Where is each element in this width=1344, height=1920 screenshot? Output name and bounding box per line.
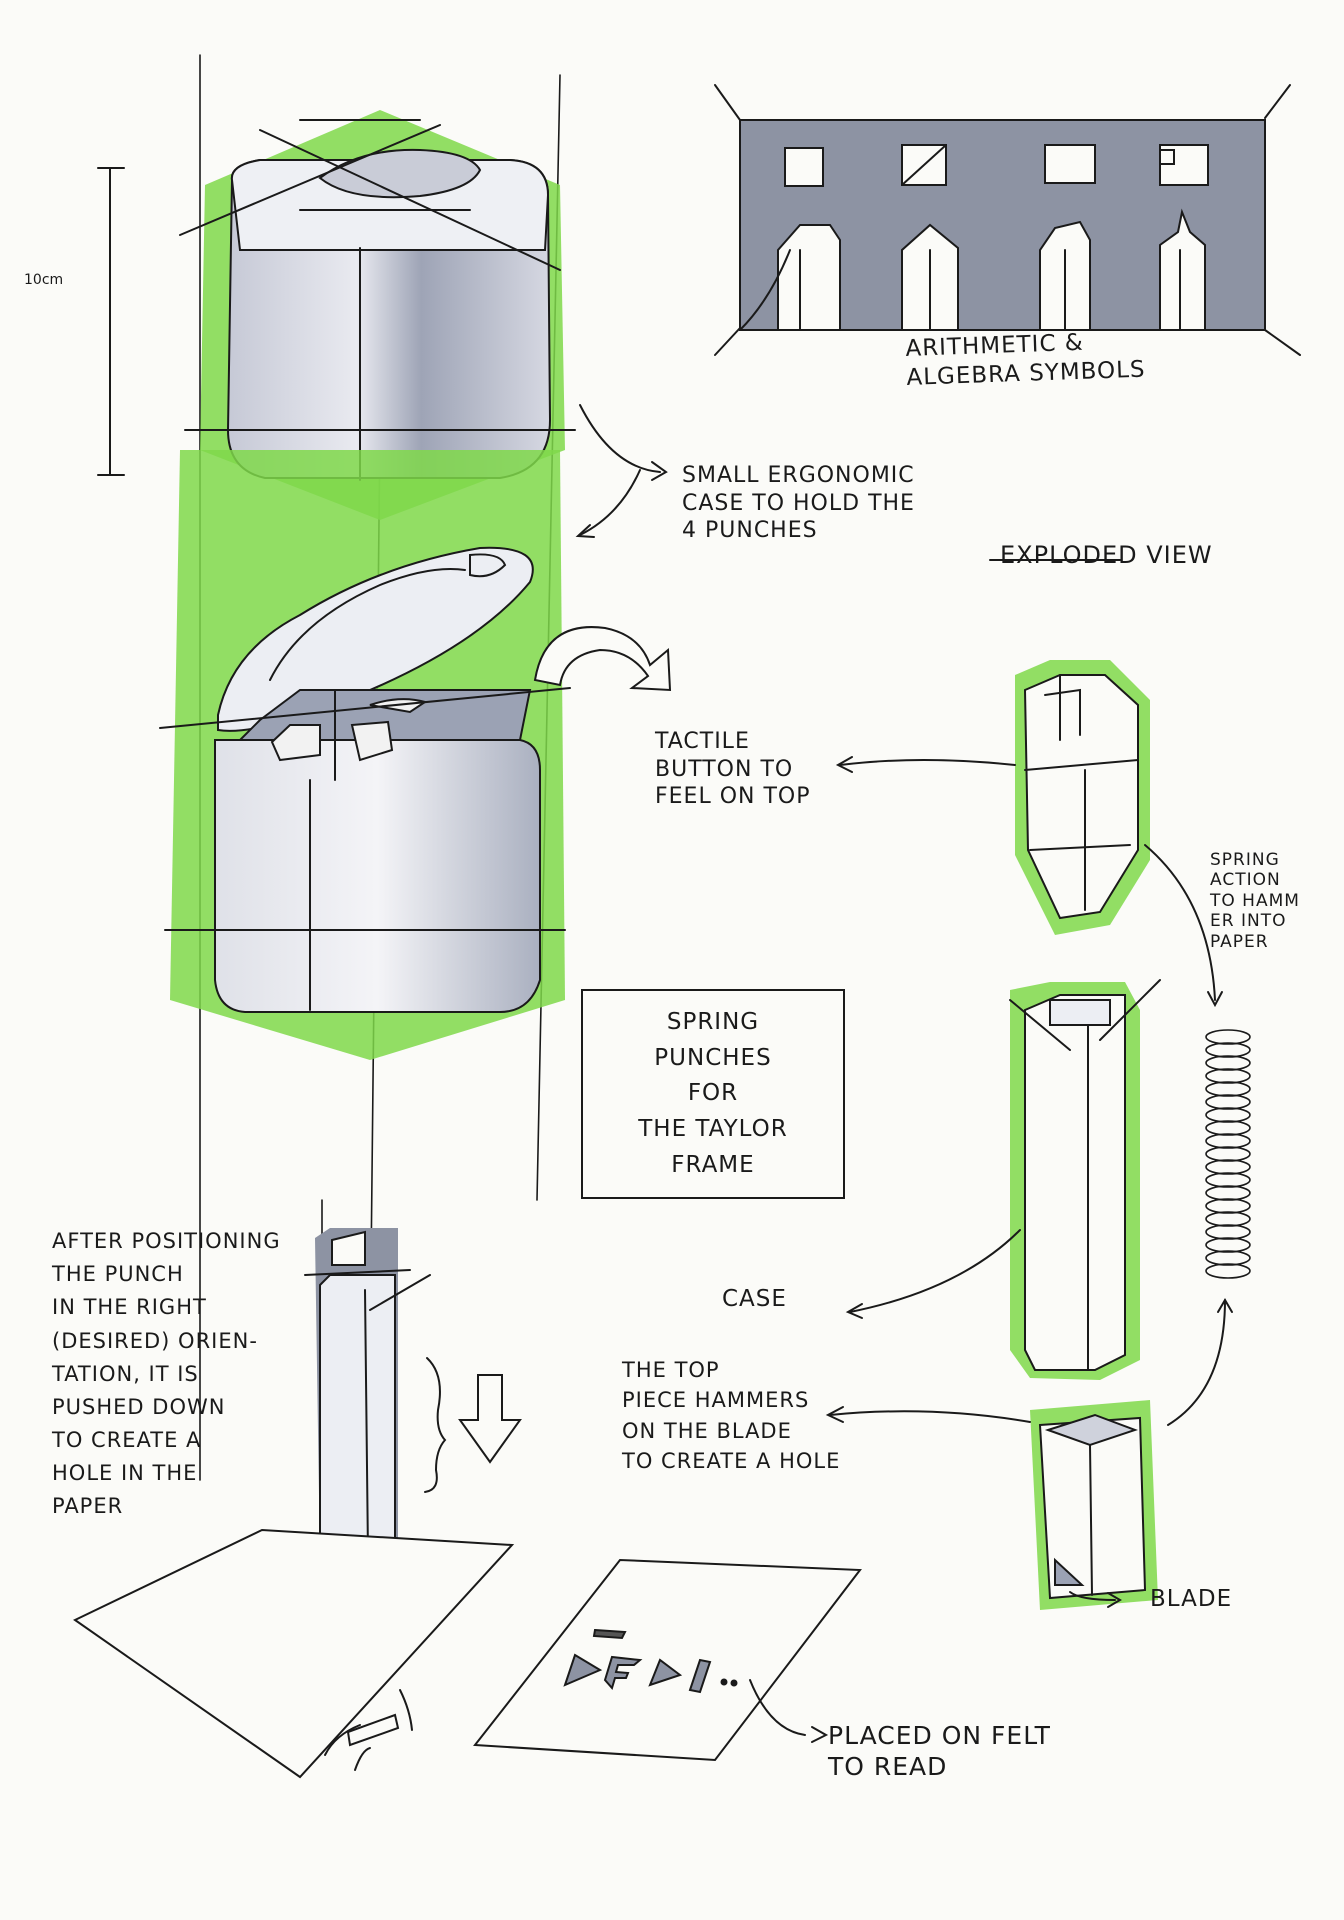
symbols-panel (714, 84, 1301, 356)
symbols-panel-caption: ARITHMETIC & ALGEBRA SYMBOLS (905, 329, 1146, 391)
case-arrows (575, 404, 668, 538)
embossed-paper (473, 1558, 862, 1762)
felt-note: PLACED ON FELT TO READ (828, 1721, 1051, 1782)
case-note: SMALL ERGONOMIC CASE TO HOLD THE 4 PUNCH… (682, 463, 915, 543)
punch-in-use (73, 1228, 522, 1779)
title-box-text: SPRING PUNCHES FOR THE TAYLOR FRAME (638, 1009, 788, 1178)
positioning-note: AFTER POSITIONING THE PUNCH IN THE RIGHT… (52, 1229, 281, 1519)
top-piece-note: THE TOP PIECE HAMMERS ON THE BLADE TO CR… (622, 1358, 841, 1474)
flip-arrow (533, 626, 672, 692)
spring-action-note: SPRING ACTION TO HAMM ER INTO PAPER (1210, 850, 1300, 952)
tactile-note: TACTILE BUTTON TO FEEL ON TOP (655, 729, 811, 809)
exploded-view (825, 559, 1251, 1610)
scale-label: 10cm (24, 272, 64, 288)
title-box (581, 989, 845, 1199)
open-case (159, 450, 571, 1060)
case-label: CASE (722, 1286, 787, 1312)
spring (1205, 1029, 1251, 1279)
exploded-view-title: EXPLODED VIEW (1000, 541, 1213, 569)
scale-bar (97, 167, 125, 476)
blade-label: BLADE (1150, 1586, 1233, 1612)
